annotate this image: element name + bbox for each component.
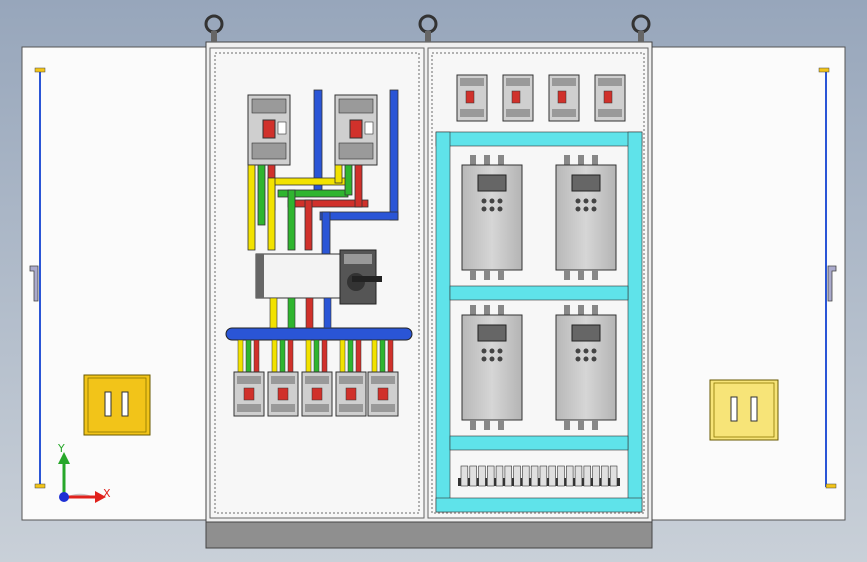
feeder-breaker[interactable] — [267, 339, 299, 417]
terminal-block — [486, 465, 495, 487]
axis-y-label: Y — [57, 442, 65, 455]
mcb-modules[interactable] — [456, 74, 626, 122]
rotary-isolator-icon[interactable] — [255, 249, 382, 305]
left-door-handle-icon[interactable] — [83, 374, 151, 436]
terminal-block — [548, 465, 556, 487]
terminal-block — [583, 465, 592, 487]
terminal-block — [574, 465, 583, 487]
feeder-breaker[interactable] — [367, 339, 399, 417]
mcb-module[interactable] — [548, 74, 580, 122]
main-breaker-1[interactable] — [247, 94, 291, 166]
right-door-handle-icon[interactable] — [709, 379, 779, 441]
terminal-block — [504, 465, 512, 487]
feeder-breaker[interactable] — [233, 339, 265, 417]
terminal-block — [557, 465, 565, 487]
neutral-busbar — [225, 327, 413, 341]
terminal-block — [495, 465, 504, 487]
mcb-module[interactable] — [456, 74, 488, 122]
mcb-module[interactable] — [502, 74, 534, 122]
busbar-network — [247, 89, 399, 261]
variable-frequency-drives[interactable] — [461, 155, 617, 430]
terminal-block — [601, 465, 609, 487]
vfd-drive[interactable] — [461, 305, 523, 430]
left-door[interactable] — [21, 46, 209, 521]
feeder-breaker[interactable] — [335, 339, 367, 417]
terminal-block-strip[interactable] — [458, 465, 620, 487]
terminal-block — [530, 465, 539, 487]
axis-x-label: X — [103, 487, 111, 500]
terminal-block — [460, 465, 469, 487]
terminal-block — [609, 465, 618, 487]
terminal-block — [469, 465, 477, 487]
terminal-block — [539, 465, 548, 487]
right-door[interactable] — [649, 46, 846, 521]
terminal-block — [522, 465, 530, 487]
vfd-drive[interactable] — [555, 305, 617, 430]
busbar-droppers — [269, 297, 332, 329]
terminal-block — [565, 465, 574, 487]
terminal-blocks — [460, 465, 618, 487]
vfd-drive[interactable] — [555, 155, 617, 280]
lifting-eye-icon — [204, 14, 651, 42]
mounting-rails — [435, 131, 643, 513]
vfd-drive[interactable] — [461, 155, 523, 280]
main-breaker-2[interactable] — [334, 94, 378, 166]
terminal-block — [592, 465, 600, 487]
terminal-block — [513, 465, 521, 487]
feeder-breakers[interactable] — [233, 339, 399, 417]
feeder-breaker[interactable] — [301, 339, 333, 417]
terminal-block — [478, 465, 486, 487]
axis-triad-icon: Y X — [57, 442, 111, 503]
mcb-module[interactable] — [594, 74, 626, 122]
